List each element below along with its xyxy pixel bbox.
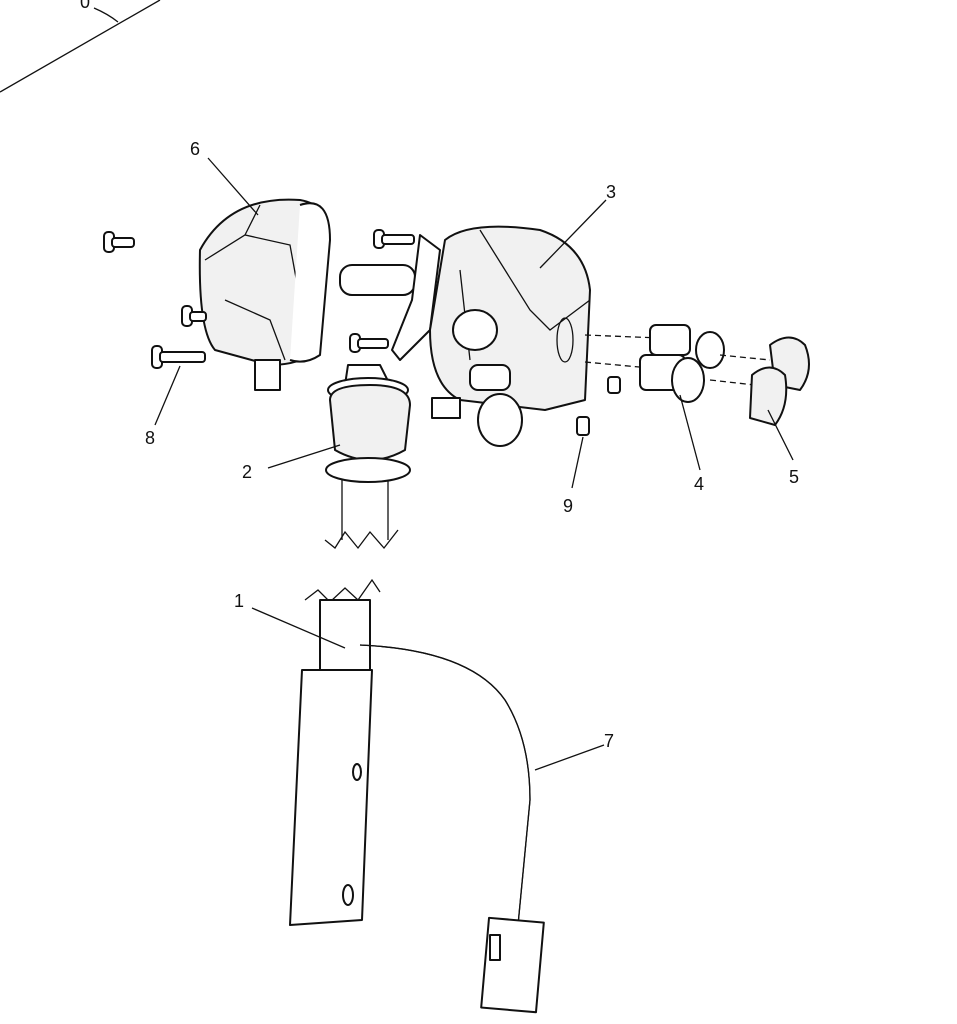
part-3-switch-housing: 3 (429, 182, 616, 447)
callout-1: 1 (234, 591, 244, 611)
callout-8: 8 (145, 428, 155, 448)
callout-4: 4 (694, 474, 704, 494)
part-9-nut: 9 (563, 376, 621, 516)
callout-9: 9 (563, 496, 573, 516)
part-4-switches: 4 (584, 324, 725, 494)
part-0-leader: 0 (0, 0, 161, 93)
callout-3: 3 (606, 182, 616, 202)
mounting-bracket (339, 234, 441, 361)
part-7-wire-harness: 7 (359, 644, 614, 1014)
part-1-lever-shaft: 1 (234, 578, 381, 926)
callout-2: 2 (242, 462, 252, 482)
part-6-housing-cover: 6 (190, 139, 331, 391)
callout-5: 5 (789, 467, 799, 487)
callout-0: 0 (80, 0, 90, 12)
callout-6: 6 (190, 139, 200, 159)
part-8-screws: 8 (103, 229, 415, 448)
part-5-caps: 5 (709, 336, 810, 487)
callout-7: 7 (604, 731, 614, 751)
part-2-boot: 2 (242, 364, 411, 550)
